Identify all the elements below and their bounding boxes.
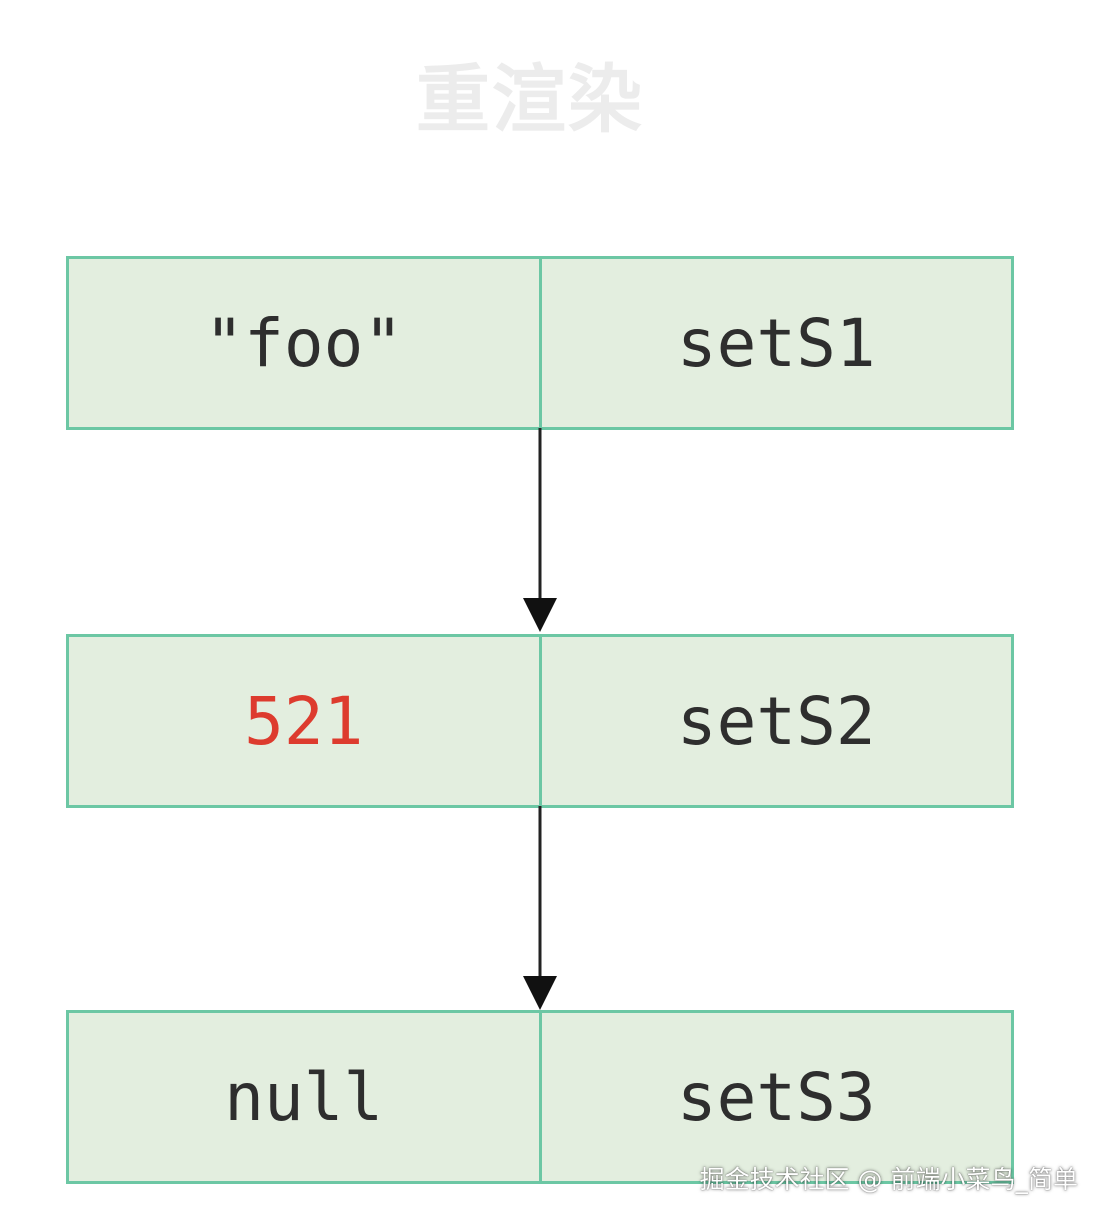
diagram-title: 重渲染 [416,57,644,143]
state-value-2: 521 [69,637,542,805]
hook-node-1: "foo" setS1 [66,256,1014,430]
arrow-2 [523,806,557,1010]
watermark: 掘金技术社区 @ 前端小菜鸟_简单 [699,1165,1078,1194]
arrow-1-head [523,598,557,632]
arrow-1 [523,428,557,632]
arrow-2-head [523,976,557,1010]
setter-name-2: setS2 [676,682,876,760]
state-value-1: "foo" [69,259,542,427]
setter-name-3: setS3 [676,1058,876,1136]
setter-name-1: setS1 [676,304,876,382]
state-value-3: null [69,1013,542,1181]
hook-node-3: null setS3 [66,1010,1014,1184]
hook-node-2: 521 setS2 [66,634,1014,808]
